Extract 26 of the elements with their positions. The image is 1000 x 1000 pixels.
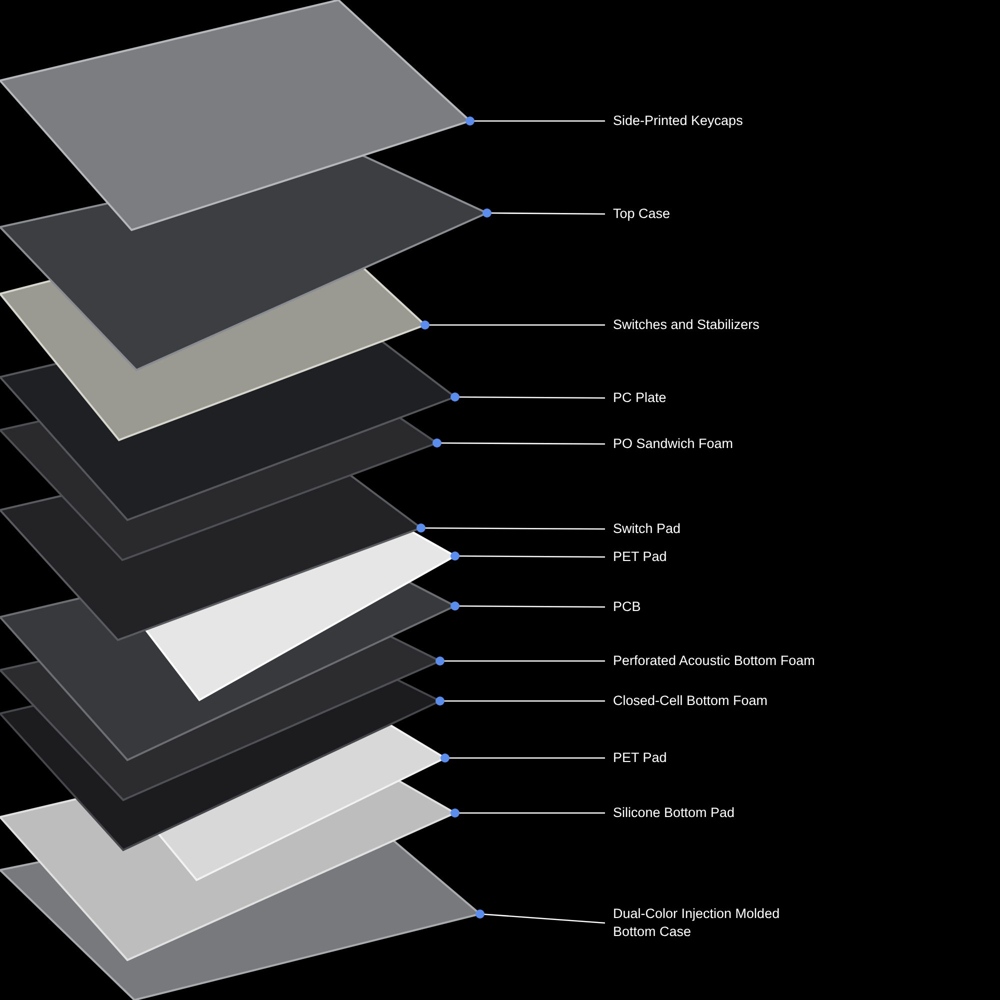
leader-line [450,552,605,560]
part-label: Switches and Stabilizers [613,316,843,334]
part-label: Switch Pad [613,520,843,538]
part-label: PO Sandwich Foam [613,435,843,453]
part-label: Closed-Cell Bottom Foam [613,692,843,710]
leader-line [482,208,605,218]
leader-line [450,392,605,402]
leader-line [436,656,605,666]
leader-line [436,696,605,706]
part-label: PET Pad [613,749,843,767]
leader-line [420,320,605,330]
part-label: Top Case [613,205,843,223]
part-label: PET Pad [613,548,843,566]
leader-line [450,602,605,610]
leader-line [466,116,605,126]
leader-line [440,754,605,762]
part-label: Silicone Bottom Pad [613,804,843,822]
part-label: PC Plate [613,389,843,407]
leader-line [450,808,605,818]
part-label: Dual-Color Injection Molded Bottom Case [613,905,803,941]
leader-line [476,910,606,924]
part-label: Side-Printed Keycaps [613,112,843,130]
part-label: Perforated Acoustic Bottom Foam [613,652,843,670]
leader-line [432,438,605,448]
leader-line [416,524,605,532]
part-label: PCB [613,598,843,616]
